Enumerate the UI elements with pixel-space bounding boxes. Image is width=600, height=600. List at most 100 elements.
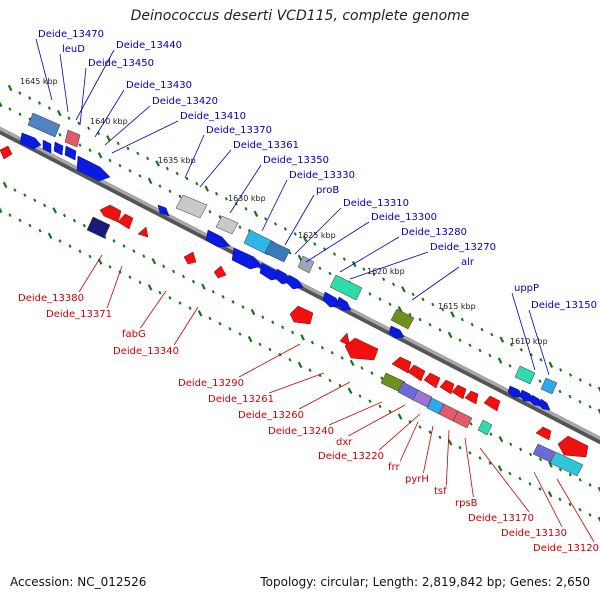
gene-label: tsf xyxy=(434,486,447,497)
scale-tick xyxy=(238,332,242,336)
scale-tick xyxy=(132,249,136,253)
scale-tick xyxy=(136,151,140,156)
gene-arrow xyxy=(213,265,227,279)
gene-box xyxy=(264,240,291,263)
scale-tick xyxy=(52,207,58,214)
scale-label: 1640 kbp xyxy=(90,117,128,126)
scale-tick xyxy=(142,254,146,258)
scale-tick xyxy=(28,96,32,100)
label-leader xyxy=(79,67,87,126)
gene-arrow xyxy=(451,384,467,400)
scale-tick xyxy=(538,457,543,462)
topology-text: Topology: circular; Length: 2,819,842 bp… xyxy=(260,575,590,589)
gene-label: Deide_13410 xyxy=(180,111,246,122)
label-leader xyxy=(106,265,123,309)
scale-label: 1625 kbp xyxy=(298,231,336,240)
gene-label: Deide_13330 xyxy=(289,170,355,181)
scale-tick xyxy=(408,420,412,424)
gene-arrow xyxy=(535,426,552,441)
label-leader xyxy=(284,194,315,246)
gene-label: Deide_13261 xyxy=(208,394,274,405)
gene-arrow xyxy=(483,395,501,412)
scale-tick xyxy=(97,152,103,159)
scale-tick xyxy=(302,235,308,243)
scale-tick xyxy=(211,289,215,294)
scale-tick xyxy=(441,307,445,312)
scale-tick xyxy=(358,394,362,398)
scale-tick xyxy=(558,497,562,502)
scale-tick xyxy=(342,257,346,261)
scale-tick xyxy=(281,325,285,330)
label-leader xyxy=(94,89,125,138)
gene-arrow xyxy=(423,372,441,389)
scale-tick xyxy=(418,317,422,322)
scale-tick xyxy=(578,378,582,382)
gene-label: Deide_13290 xyxy=(178,378,244,389)
scale-tick xyxy=(56,109,62,117)
scale-tick xyxy=(47,106,51,110)
scale-tick xyxy=(247,335,253,343)
label-leader xyxy=(349,251,429,280)
scale-tick xyxy=(126,146,130,151)
scale-tick xyxy=(488,353,492,358)
label-leader xyxy=(173,306,199,346)
scale-tick xyxy=(47,232,53,239)
scale-tick xyxy=(597,386,600,394)
gene-arrow xyxy=(183,251,197,265)
reverse-strand-boxes xyxy=(86,216,584,477)
scale-tick xyxy=(77,121,81,126)
scale-tick xyxy=(151,258,157,265)
accession-text: Accession: NC_012526 xyxy=(10,575,147,589)
map-title: Deinococcus deserti VCD115, complete gen… xyxy=(130,8,470,24)
scale-tick xyxy=(204,185,210,192)
label-leader xyxy=(339,236,400,273)
scale-tick xyxy=(509,342,514,347)
gene-arrow xyxy=(336,296,352,311)
scale-tick xyxy=(578,478,582,482)
scale-tick xyxy=(43,203,47,208)
scale-tick xyxy=(372,272,376,277)
scale-tick xyxy=(271,320,275,325)
label-leader xyxy=(111,120,179,154)
scale-tick xyxy=(268,347,272,352)
gene-arrow xyxy=(53,141,64,156)
scale-tick xyxy=(0,100,3,108)
scale-tick xyxy=(297,361,303,369)
gene-label: Deide_13380 xyxy=(18,293,84,304)
gene-arrow xyxy=(76,155,111,182)
scale-tick xyxy=(401,286,406,293)
scale-tick xyxy=(489,432,493,436)
gene-label: Deide_13120 xyxy=(533,543,599,554)
scale-tick xyxy=(112,239,116,243)
label-leader xyxy=(229,164,262,214)
gene-label: frr xyxy=(388,462,400,473)
scale-tick xyxy=(28,223,32,228)
scale-tick xyxy=(168,296,172,300)
gene-label: proB xyxy=(316,185,339,196)
scale-tick xyxy=(428,430,432,434)
label-leader xyxy=(75,49,115,121)
gene-arrow xyxy=(286,274,304,290)
scale-tick xyxy=(88,148,92,152)
gene-box xyxy=(390,308,415,330)
scale-tick xyxy=(185,176,189,181)
scale-tick xyxy=(558,467,562,472)
label-leader xyxy=(199,149,232,188)
scale-tick xyxy=(490,332,494,337)
scale-tick xyxy=(7,84,13,92)
gene-arrow xyxy=(289,305,314,325)
scale-tick xyxy=(82,223,86,228)
label-leader xyxy=(35,38,53,101)
scale-tick xyxy=(480,327,484,332)
scale-tick xyxy=(497,357,503,364)
scale-tick xyxy=(264,217,268,221)
scale-tick xyxy=(244,207,248,211)
gene-arrow xyxy=(388,325,405,339)
scale-tick xyxy=(116,141,120,146)
scale-tick xyxy=(408,312,412,317)
gene-arrow xyxy=(557,435,589,458)
scale-tick xyxy=(418,425,422,429)
scale-tick xyxy=(330,350,334,355)
scale-tick xyxy=(508,471,512,476)
